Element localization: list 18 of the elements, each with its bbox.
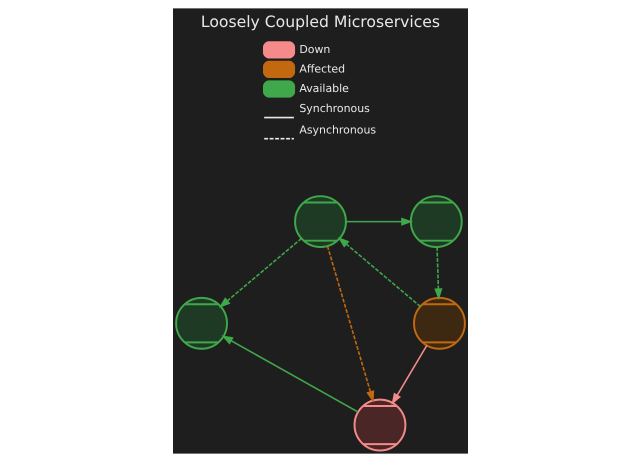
- arrow: [326, 246, 374, 403]
- arrow: [391, 345, 427, 405]
- node-circle: [412, 296, 466, 350]
- legend-label: Available: [298, 82, 348, 95]
- arrow: [346, 218, 412, 226]
- legend-label: Asynchronous: [298, 123, 376, 136]
- node-circle: [294, 195, 346, 248]
- arrow: [220, 335, 358, 413]
- node-circle: [174, 296, 228, 350]
- arrow: [218, 238, 302, 308]
- legend-label: Down: [298, 42, 330, 56]
- legend-label: Affected: [298, 62, 345, 76]
- node-circle: [409, 195, 462, 248]
- legend-label: Synchronous: [298, 102, 370, 116]
- arrow: [337, 236, 420, 308]
- diagram-title: Loosely Coupled Microservices: [200, 12, 440, 32]
- node-circle: [353, 398, 406, 452]
- arrow: [434, 247, 442, 300]
